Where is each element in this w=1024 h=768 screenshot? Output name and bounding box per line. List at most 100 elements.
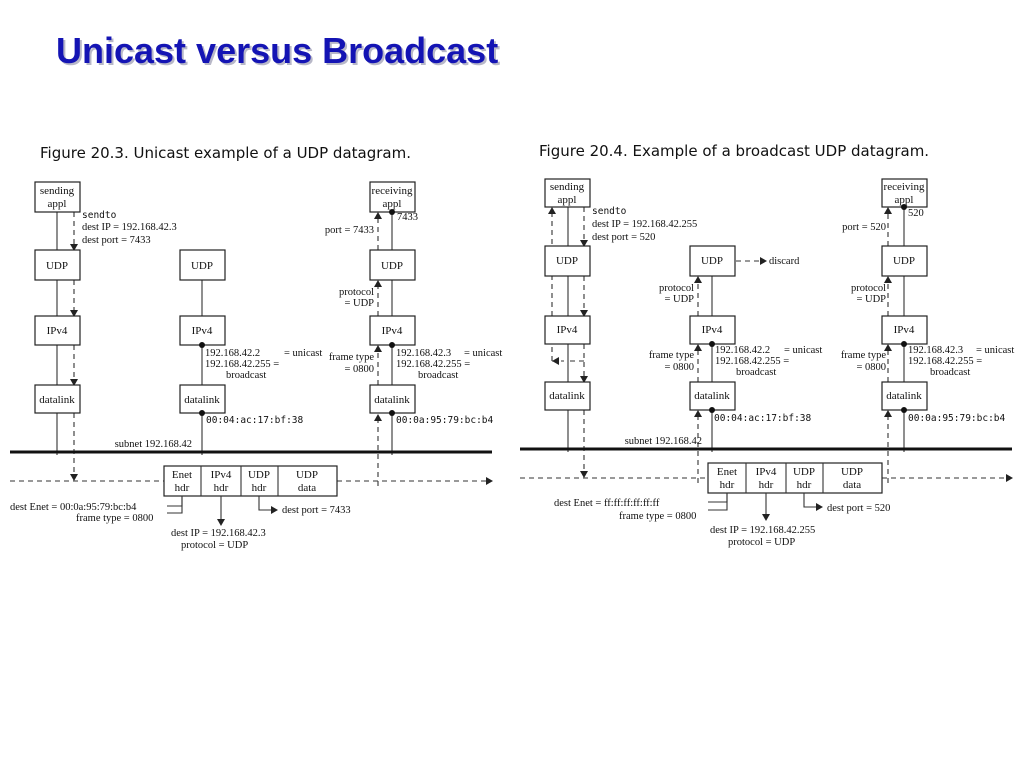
receiver-udp-box: UDP (369, 249, 416, 281)
sender-datalink-box: datalink (544, 381, 591, 411)
svg-text:hdr: hdr (214, 482, 229, 494)
svg-text:hdr: hdr (175, 482, 190, 494)
svg-text:datalink: datalink (549, 390, 585, 402)
receiving-appl-box: receiving appl (881, 178, 928, 208)
svg-text:UDP: UDP (893, 255, 915, 267)
receiver-ip-broadcast: 192.168.42.255 = (908, 356, 982, 367)
middle-ipv4-box: IPv4 (179, 315, 226, 346)
subnet-label: subnet 192.168.42 (625, 436, 702, 447)
middle-frame-type-label: frame type (649, 350, 695, 361)
slide-title: Unicast versus Broadcast (56, 30, 499, 71)
middle-ip-broadcast: 192.168.42.255 = (715, 356, 789, 367)
frame-udp-data: UDP (841, 466, 863, 478)
svg-text:broadcast: broadcast (226, 370, 266, 381)
svg-text:appl: appl (895, 194, 914, 206)
svg-text:appl: appl (558, 194, 577, 206)
middle-udp-box: UDP (689, 245, 736, 277)
svg-text:UDP: UDP (46, 260, 68, 272)
svg-text:IPv4: IPv4 (702, 324, 723, 336)
frame-ipv4-hdr: IPv4 (756, 466, 777, 478)
middle-udp-box: UDP (179, 249, 226, 281)
sender-ipv4-box: IPv4 (544, 315, 591, 345)
frame-enet-hdr: Enet (717, 466, 737, 478)
svg-text:appl: appl (48, 198, 67, 210)
svg-text:datalink: datalink (39, 394, 75, 406)
receiver-ipv4-box: IPv4 (881, 315, 928, 345)
dest-port-bottom: dest port = 520 (827, 503, 890, 514)
dest-port-label: dest port = 520 (592, 232, 655, 243)
svg-text:UDP: UDP (191, 260, 213, 272)
svg-text:hdr: hdr (720, 479, 735, 491)
svg-text:data: data (298, 482, 316, 494)
middle-ip-unicast: 192.168.42.2 (205, 348, 260, 359)
receiver-ip-unicast: 192.168.42.3 (908, 345, 963, 356)
sender-ipv4-box: IPv4 (34, 315, 81, 346)
frame-type-label: frame type (329, 352, 375, 363)
dest-ip-label: dest IP = 192.168.42.3 (82, 222, 177, 233)
receiver-mac-address: 00:0a:95:79:bc:b4 (908, 413, 1006, 424)
protocol-label: protocol (339, 287, 374, 298)
svg-text:hdr: hdr (759, 479, 774, 491)
frame-type-bottom: frame type = 0800 (76, 513, 153, 524)
dest-port-bottom: dest port = 7433 (282, 505, 351, 516)
svg-text:data: data (843, 479, 861, 491)
receiver-protocol-label: protocol (851, 283, 886, 294)
frame-ipv4-hdr: IPv4 (211, 469, 232, 481)
receiver-frame-type-label: frame type (841, 350, 887, 361)
svg-text:broadcast: broadcast (418, 370, 458, 381)
middle-ip-broadcast: 192.168.42.255 = (205, 359, 279, 370)
receiver-udp-box: UDP (881, 245, 928, 277)
receiver-protocol-value: = UDP (856, 294, 886, 305)
svg-text:appl: appl (383, 198, 402, 210)
receiver-ipv4-box: IPv4 (369, 315, 416, 346)
dest-ip-bottom: dest IP = 192.168.42.255 (710, 525, 815, 536)
sender-datalink-box: datalink (34, 384, 81, 414)
unicast-figure: Figure 20.3. Unicast example of a UDP da… (10, 144, 502, 551)
udp-frame: Enet hdr IPv4 hdr UDP hdr UDP data (707, 462, 883, 494)
receiver-port-label: port = 520 (842, 222, 886, 233)
sending-appl-box: sending appl (34, 181, 81, 213)
svg-text:IPv4: IPv4 (382, 325, 403, 337)
svg-text:IPv4: IPv4 (557, 324, 578, 336)
figure-caption: Figure 20.4. Example of a broadcast UDP … (539, 142, 929, 160)
svg-text:= unicast: = unicast (784, 345, 822, 356)
broadcast-figure: Figure 20.4. Example of a broadcast UDP … (520, 142, 1014, 548)
dest-enet-label: dest Enet = ff:ff:ff:ff:ff:ff (554, 498, 660, 509)
svg-text:UDP: UDP (701, 255, 723, 267)
frame-udp-hdr: UDP (248, 469, 270, 481)
svg-text:UDP: UDP (381, 260, 403, 272)
frame-enet-hdr: Enet (172, 469, 192, 481)
svg-text:hdr: hdr (252, 482, 267, 494)
frame-type-value: = 0800 (344, 364, 374, 375)
receiver-port-label: port = 7433 (325, 225, 374, 236)
dest-ip-bottom: dest IP = 192.168.42.3 (171, 528, 266, 539)
svg-text:= unicast: = unicast (976, 345, 1014, 356)
svg-text:IPv4: IPv4 (47, 325, 68, 337)
svg-text:= unicast: = unicast (464, 348, 502, 359)
svg-text:IPv4: IPv4 (894, 324, 915, 336)
svg-text:= unicast: = unicast (284, 348, 322, 359)
svg-text:UDP: UDP (556, 255, 578, 267)
discard-label: discard (769, 256, 800, 267)
middle-datalink-box: datalink (179, 384, 226, 414)
receiver-datalink-box: datalink (369, 384, 416, 414)
middle-ip-unicast: 192.168.42.2 (715, 345, 770, 356)
middle-frame-type-value: = 0800 (664, 362, 694, 373)
subnet-label: subnet 192.168.42 (115, 439, 192, 450)
svg-text:IPv4: IPv4 (192, 325, 213, 337)
svg-text:datalink: datalink (374, 394, 410, 406)
receiver-datalink-box: datalink (881, 381, 928, 411)
receiver-ip-broadcast: 192.168.42.255 = (396, 359, 470, 370)
middle-protocol-label: protocol (659, 283, 694, 294)
frame-udp-data: UDP (296, 469, 318, 481)
svg-text:hdr: hdr (797, 479, 812, 491)
svg-text:sending: sending (550, 181, 585, 193)
middle-datalink-box: datalink (689, 381, 736, 411)
sending-appl-box: sending appl (544, 178, 591, 208)
sender-udp-box: UDP (34, 249, 81, 281)
svg-text:receiving: receiving (372, 185, 413, 197)
figure-caption: Figure 20.3. Unicast example of a UDP da… (40, 144, 411, 162)
middle-protocol-value: = UDP (664, 294, 694, 305)
sendto-label: sendto (82, 210, 117, 221)
frame-udp-hdr: UDP (793, 466, 815, 478)
